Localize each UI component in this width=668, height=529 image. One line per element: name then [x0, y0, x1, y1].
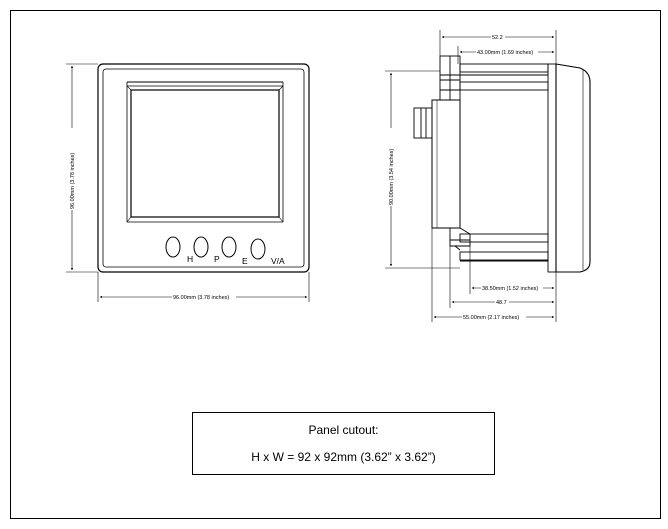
top-clip	[439, 55, 549, 101]
front-bezel-inner	[102, 68, 305, 268]
side-top-dim-2: 43.00mm (1.69 inches)	[477, 50, 533, 56]
side-view	[413, 55, 591, 273]
side-height-dimension	[385, 70, 460, 269]
front-width-label: 96.00mm (3.78 inches)	[173, 295, 229, 301]
front-bezel-outer	[97, 63, 310, 273]
rear-body	[431, 99, 461, 229]
side-bottom-dim-2: 48.7	[496, 300, 507, 306]
button-label-va: V/A	[271, 256, 285, 266]
button-label-h: H	[187, 254, 193, 264]
panel-cutout-dimensions: H x W = 92 x 92mm (3.62” x 3.62”)	[251, 450, 436, 464]
side-top-dim-1: 52.2	[492, 35, 503, 41]
side-height-label: 90.00mm (3.54 inches)	[389, 149, 395, 205]
front-buttons	[165, 236, 266, 260]
side-bottom-dim-3: 55.00mm (2.17 inches)	[463, 315, 519, 321]
display-window	[126, 81, 284, 223]
button-e	[221, 236, 237, 258]
front-view	[97, 63, 310, 273]
front-height-label: 96.00mm (3.78 inches)	[70, 153, 76, 209]
panel-cutout-box: Panel cutout: H x W = 92 x 92mm (3.62” x…	[192, 412, 495, 475]
drawing-frame	[10, 10, 661, 519]
side-bottom-dim-1: 38.50mm (1.52 inches)	[482, 286, 538, 292]
bottom-clip	[449, 227, 549, 261]
button-label-p: P	[214, 254, 220, 264]
button-va	[250, 238, 266, 260]
button-p	[193, 236, 209, 258]
rear-terminal	[413, 107, 433, 139]
button-h	[165, 236, 181, 258]
side-bezel	[555, 63, 591, 273]
panel-cutout-title: Panel cutout:	[308, 423, 379, 437]
button-label-e: E	[242, 256, 248, 266]
